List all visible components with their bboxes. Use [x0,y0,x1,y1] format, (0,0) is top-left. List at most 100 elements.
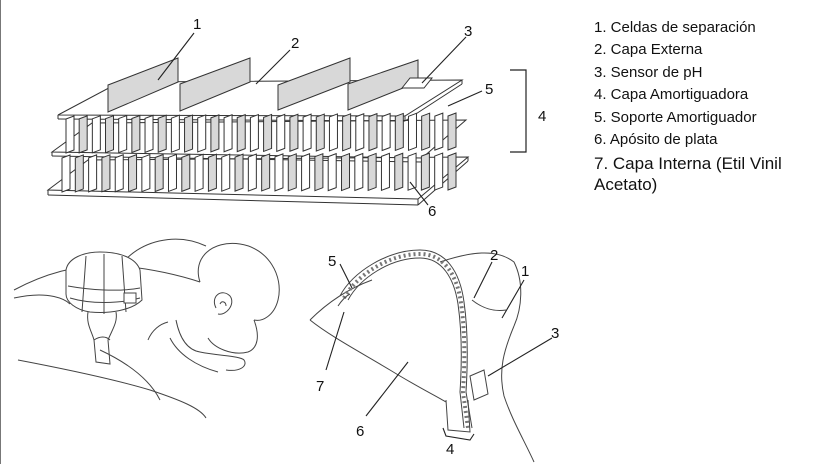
cell-wall [368,112,378,152]
left-frame-edge [0,0,1,464]
lower-cell-walls [61,152,457,193]
cell-wall [420,152,430,191]
cell-wall [354,152,364,192]
cell-wall [221,153,231,192]
callout-7-bottom: 7 [316,378,324,395]
cell-wall [421,112,431,151]
cell-wall [141,153,151,193]
cell-wall [194,153,204,193]
cell-wall [407,112,417,152]
legend-item-7: 7. Capa Interna (Etil Vinil Acetato) [594,154,782,195]
cell-wall [301,153,311,192]
separation-fin [347,59,419,111]
cell-wall [105,114,115,154]
middle-plate [50,119,468,159]
cushion-bracket [510,69,527,153]
separation-fin [107,57,179,113]
callout-4-bottom: 4 [446,441,454,458]
base-plate [46,156,470,200]
legend-item-6: 6. Apósito de plata [594,131,718,149]
legend-item-2: 2. Capa Externa [594,41,703,59]
cell-wall [381,112,391,152]
callout-3-bottom: 3 [551,325,559,342]
cell-wall [302,113,312,152]
legend: 1. Celdas de separación 2. Capa Externa … [594,17,834,195]
cell-wall [118,114,128,154]
callout-5-top: 5 [485,81,493,98]
cell-wall [88,154,98,193]
cell-wall [394,112,404,152]
upper-cell-walls [65,112,457,154]
dressing-layer-block [46,57,470,206]
legend-item-1: 1. Celdas de separación [594,19,756,36]
separation-fin [277,57,351,111]
infant-ph-sensor [123,292,137,304]
cell-wall [355,113,365,152]
cell-wall [74,154,84,193]
callout-1-top: 1 [193,16,201,33]
cell-wall [367,152,377,192]
cell-wall [184,114,194,153]
cell-wall [434,112,444,151]
cell-wall [287,153,297,192]
bottom-bracket [442,427,475,441]
callout-2-bottom: 2 [490,247,498,264]
cell-wall [434,152,444,191]
callout-3-top: 3 [464,23,472,40]
top-leader-lines [157,32,483,206]
legend-item-5: 5. Soporte Amortiguador [594,108,757,126]
callout-5-bottom: 5 [328,253,336,270]
cell-wall [65,115,75,154]
cell-wall [342,113,352,152]
cell-wall [144,114,154,154]
cell-wall [210,114,220,153]
cell-wall [447,152,457,191]
callout-2-top: 2 [291,35,299,52]
cell-wall [447,112,457,151]
callout-6-bottom: 6 [356,423,364,440]
cell-wall [234,153,244,192]
cell-wall [328,113,338,152]
cell-wall [131,114,141,154]
cell-wall [247,153,257,192]
cell-wall [327,152,337,192]
callout-4-top: 4 [538,108,546,125]
cross-section-illustration [309,249,535,463]
cell-wall [394,152,404,191]
callout-1-bottom: 1 [521,263,529,280]
cell-wall [170,114,180,153]
cell-wall [261,153,271,192]
cell-wall [61,154,71,193]
cell-wall [289,113,299,152]
cell-wall [315,113,325,152]
cell-wall [314,152,324,192]
arch-outer [339,249,473,429]
cell-wall [78,115,88,154]
section-ph-sensor [469,369,489,401]
cell-wall [154,153,164,193]
cell-wall [407,152,417,191]
callout-6-top: 6 [428,203,436,220]
infant-illustration [13,238,280,419]
cell-wall [207,153,217,192]
cell-wall [341,152,351,192]
cell-wall [263,113,273,153]
legend-item-3: 3. Sensor de pH [594,63,703,81]
cell-wall [249,113,259,153]
cell-wall [101,154,111,193]
bottom-leader-lines [325,261,553,417]
cell-wall [223,114,233,153]
cell-wall [274,153,284,192]
cell-wall [380,152,390,192]
legend-item-4: 4. Capa Amortiguadora [594,86,749,104]
cell-wall [128,153,138,193]
separation-fin [179,57,251,112]
cell-wall [181,153,191,193]
cell-wall [197,114,207,153]
cell-wall [276,113,286,153]
cell-wall [91,115,101,154]
cell-wall [236,113,246,153]
cell-wall [157,114,167,153]
cell-wall [167,153,177,193]
